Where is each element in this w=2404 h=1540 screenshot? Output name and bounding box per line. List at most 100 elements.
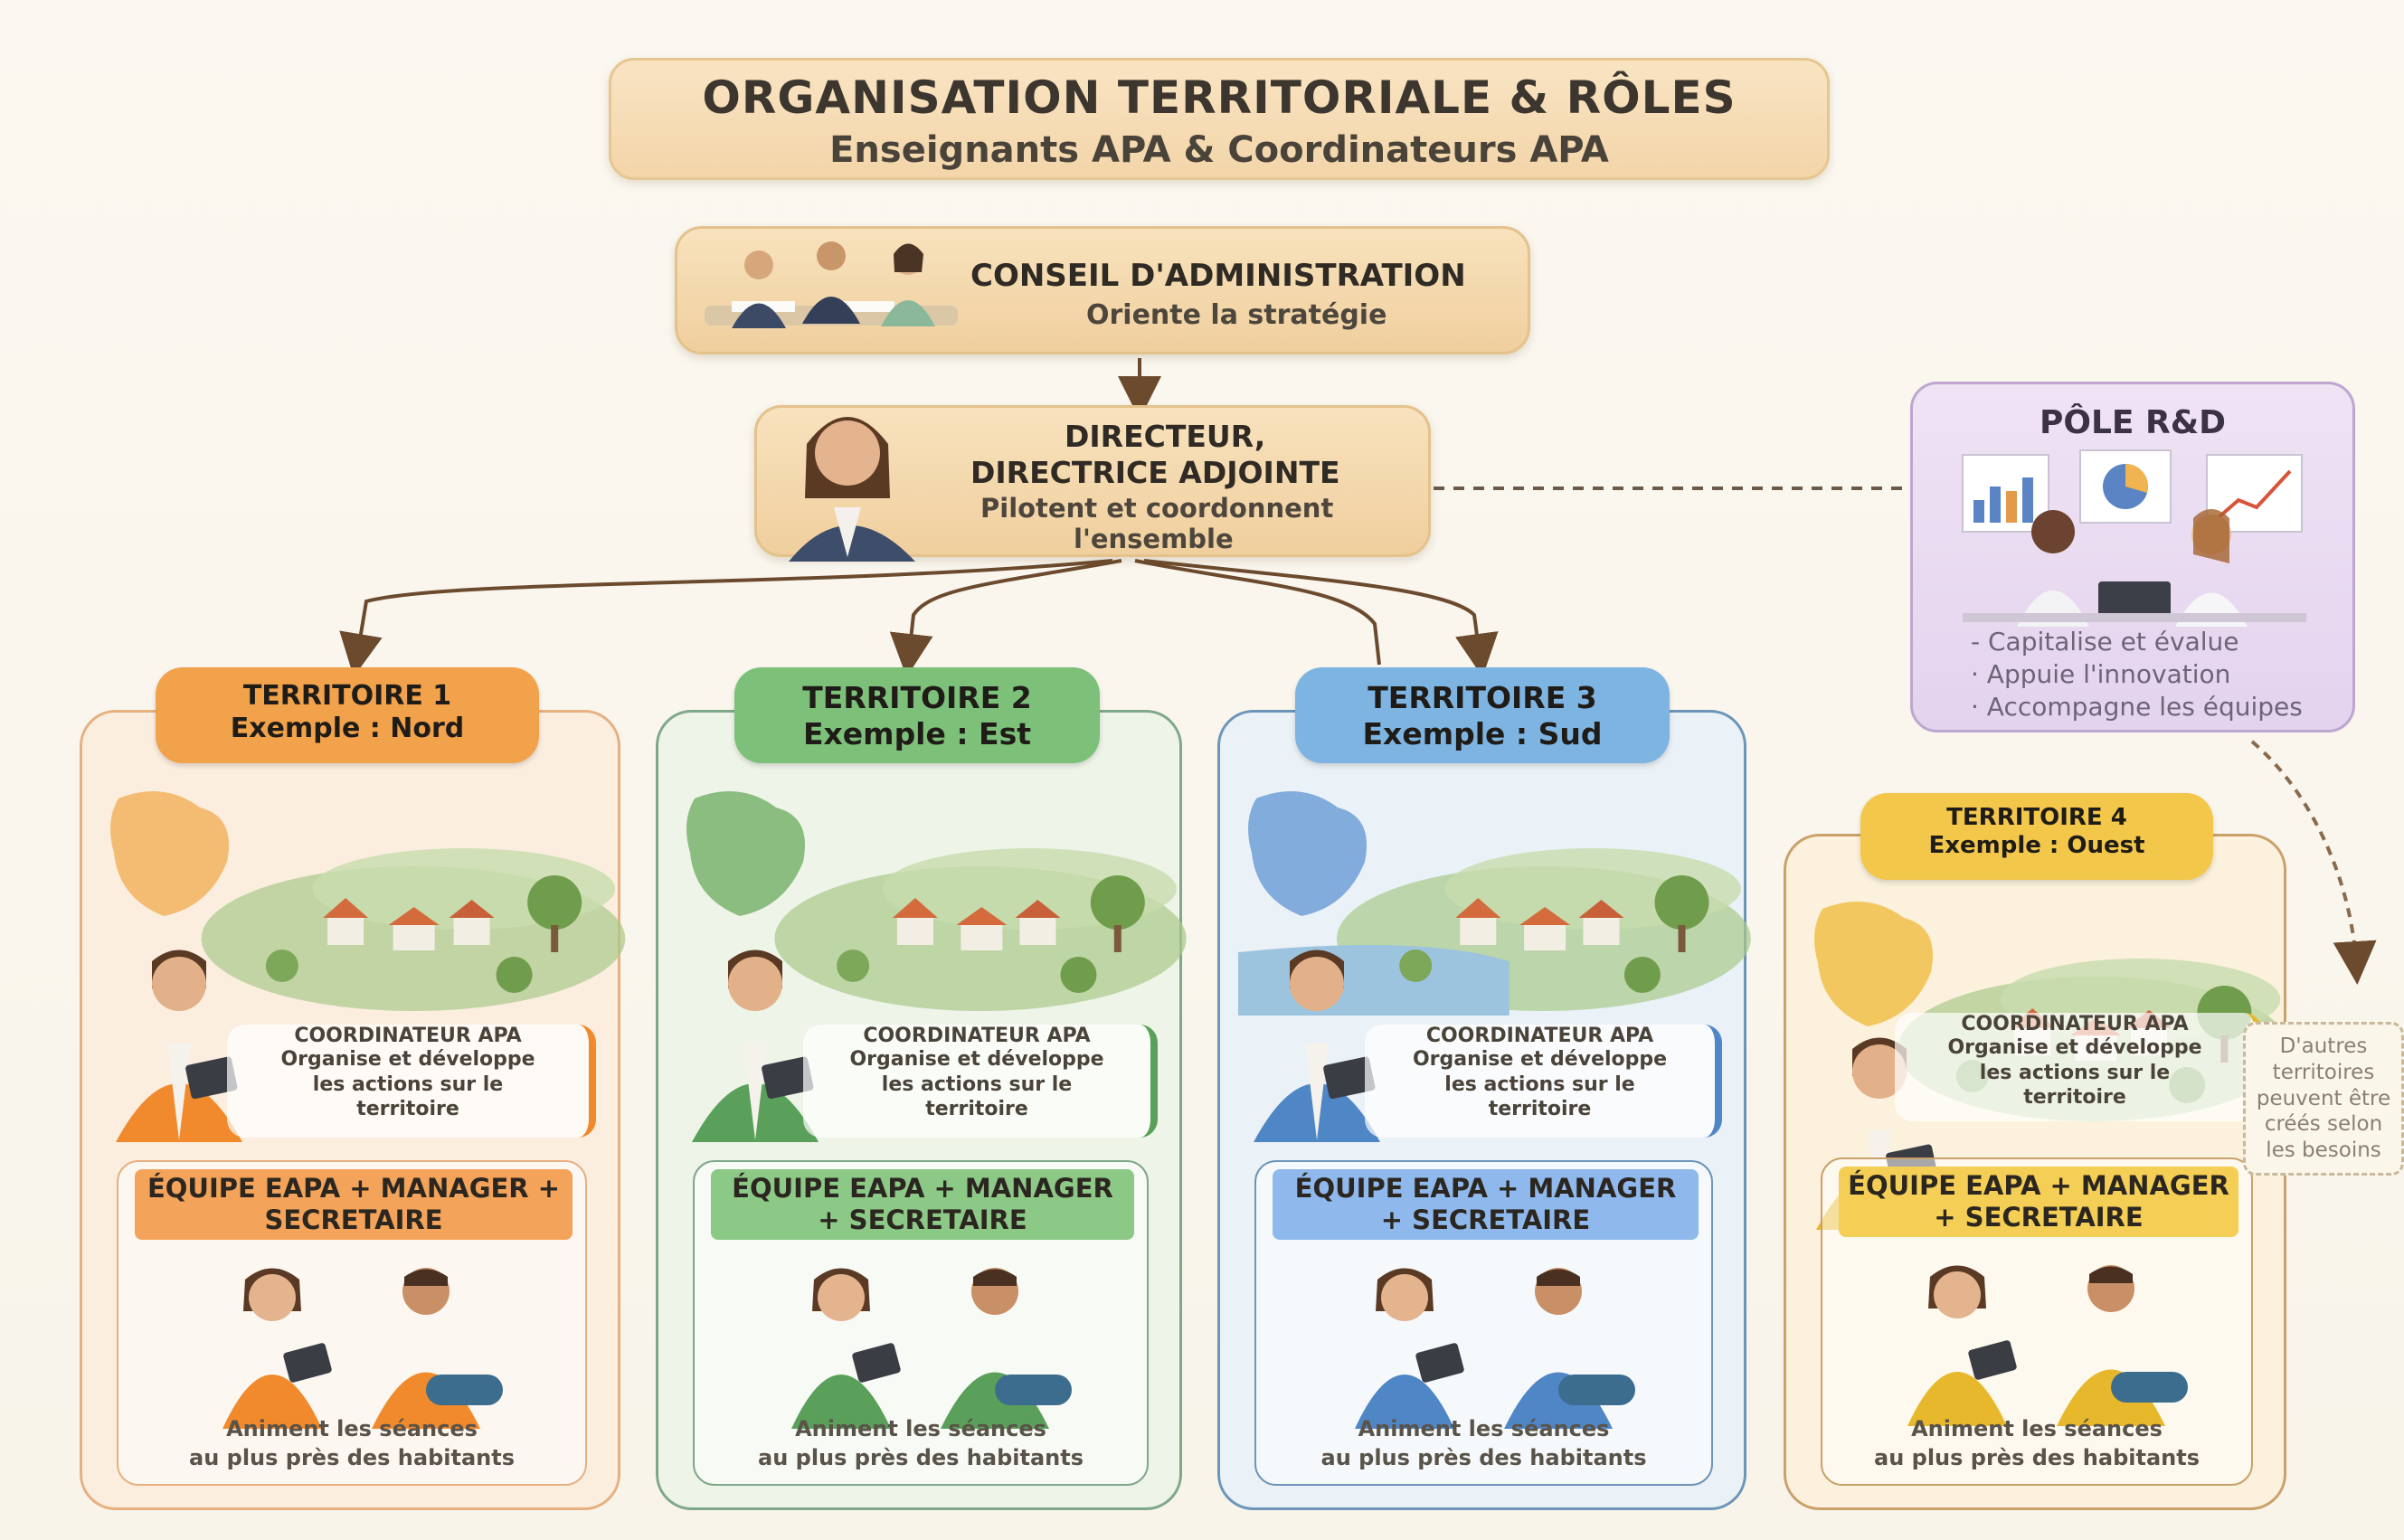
territory-3-team-box: ÉQUIPE EAPA + MANAGER+ SECRETAIRE Animen… [1254,1160,1713,1486]
territory-tab-line: TERRITOIRE 1 [242,680,452,712]
territory-3-coordinator-avatar [1254,950,1380,1142]
territory-tab-line: TERRITOIRE 4 [1946,804,2127,831]
pole-rd-item-2: · Appuie l'innovation [1971,659,2231,689]
territory-2-team-box: ÉQUIPE EAPA + MANAGER+ SECRETAIRE Animen… [693,1160,1149,1486]
coordinator-desc-line: les actions sur le [312,1072,504,1096]
note-line-1: D'autres [2279,1035,2368,1058]
territory-2-landscape-illustration [686,791,1187,1011]
team-caption-line: au plus près des habitants [1320,1445,1647,1470]
territory-tab-line: Exemple : Ouest [1928,832,2145,860]
direction-desc-line2: l'ensemble [1074,524,1234,554]
arrow-direction-t1 [339,559,1113,677]
coordinator-title: COORDINATEUR APA [1425,1025,1654,1047]
team-caption-line: au plus près des habitants [189,1445,515,1470]
page-title: ORGANISATION TERRITORIALE & RÔLES [702,71,1737,124]
territory-4-team-illustration [1907,1265,2188,1426]
territory-2-team-illustration [791,1268,1072,1429]
territory-tab-line: TERRITOIRE 2 [802,680,1032,715]
rd-illustration [1962,449,2306,627]
direction-title-line1: DIRECTEUR, [1065,419,1266,454]
team-banner-line: ÉQUIPE EAPA + MANAGER [732,1173,1113,1204]
team-banner-line: + SECRETAIRE [818,1204,1027,1235]
territory-2-team-banner: ÉQUIPE EAPA + MANAGER+ SECRETAIRE [711,1169,1134,1240]
coordinator-desc-line: les actions sur le [1979,1061,2171,1084]
territory-2-coordinator-avatar [692,950,819,1142]
director-illustration [789,417,915,562]
arrow-direction-t3 [1134,559,1381,666]
team-caption-line: au plus près des habitants [1874,1445,2200,1470]
pole-rd-title: PÔLE R&D [2039,404,2227,441]
coordinator-desc-line: Organise et développe [849,1048,1104,1071]
territory-tab-line: TERRITOIRE 3 [1368,680,1597,715]
territory-tab-line: Exemple : Est [802,715,1032,751]
arrow-direction-t3b [1143,559,1499,677]
territory-tab-line: Exemple : Sud [1362,715,1603,751]
title-box: ORGANISATION TERRITORIALE & RÔLES Enseig… [609,58,1830,180]
territory-1-coordinator-avatar [116,950,242,1142]
territory-tab-line: Exemple : Nord [230,713,465,744]
territory-4-team-banner: ÉQUIPE EAPA + MANAGER+ SECRETAIRE [1839,1167,2238,1237]
arrow-direction-t2 [889,559,1122,677]
territory-1-landscape-illustration [110,791,626,1011]
coordinator-desc-line: Organise et développe [1947,1036,2202,1059]
coordinator-desc-line: territoire [1488,1098,1592,1120]
coordinator-desc-line: territoire [356,1098,459,1120]
team-banner-line: SECRETAIRE [264,1204,443,1235]
territory-3-landscape-illustration [1238,791,1751,1016]
team-caption-line: au plus près des habitants [758,1445,1084,1470]
coordinator-desc-line: les actions sur le [881,1072,1073,1096]
team-banner-line: + SECRETAIRE [1934,1201,2144,1233]
team-caption-line: Animent les séances [1911,1416,2163,1441]
conseil-desc: Oriente la stratégie [1086,299,1387,331]
conseil-title: CONSEIL D'ADMINISTRATION [970,258,1466,294]
team-caption-line: Animent les séances [795,1416,1046,1441]
coordinator-title: COORDINATEUR APA [294,1025,522,1047]
note-line-3: peuvent être [2256,1086,2391,1110]
note-line-2: territoires [2272,1060,2375,1084]
coordinator-desc-line: Organise et développe [1412,1048,1668,1071]
coordinator-desc-line: territoire [2023,1086,2126,1109]
team-banner-line: ÉQUIPE EAPA + MANAGER [1294,1173,1677,1204]
direction-desc-line1: Pilotent et coordonnent [980,493,1334,524]
team-caption-line: Animent les séances [226,1416,478,1441]
pole-rd-item-1: - Capitalise et évalue [1971,627,2239,657]
territory-4-team-box: ÉQUIPE EAPA + MANAGER+ SECRETAIRE Animen… [1821,1157,2253,1486]
coordinator-title: COORDINATEUR APA [1961,1013,2189,1035]
team-caption-line: Animent les séances [1358,1416,1610,1441]
territory-3-team-illustration [1354,1268,1635,1429]
conseil-card: CONSEIL D'ADMINISTRATION Oriente la stra… [675,226,1530,354]
coordinator-title: COORDINATEUR APA [863,1025,1091,1047]
territory-1-team-banner: ÉQUIPE EAPA + MANAGER +SECRETAIRE [135,1169,573,1240]
team-banner-line: ÉQUIPE EAPA + MANAGER + [147,1173,561,1204]
other-territories-note: D'autres territoires peuvent être créés … [2243,1022,2404,1176]
pole-rd-card: PÔLE R&D - Capitalise et évalue · Appuie… [1910,382,2355,732]
pole-rd-item-3: · Accompagne les équipes [1971,692,2303,722]
direction-card: DIRECTEUR, DIRECTRICE ADJOINTE Pilotent … [754,405,1431,562]
note-line-4: créés selon [2264,1112,2383,1137]
board-people-illustration [705,241,958,328]
territory-1-team-box: ÉQUIPE EAPA + MANAGER +SECRETAIRE Animen… [117,1160,587,1486]
direction-title-line2: DIRECTRICE ADJOINTE [970,455,1340,490]
territory-3-team-banner: ÉQUIPE EAPA + MANAGER+ SECRETAIRE [1273,1169,1699,1240]
page-subtitle: Enseignants APA & Coordinateurs APA [829,129,1609,171]
team-banner-line: ÉQUIPE EAPA + MANAGER [1848,1170,2229,1201]
territory-1-team-illustration [222,1268,503,1429]
coordinator-desc-line: les actions sur le [1444,1072,1635,1096]
note-line-5: les besoins [2266,1138,2381,1162]
coordinator-desc-line: Organise et développe [280,1048,535,1071]
coordinator-desc-line: territoire [925,1098,1028,1120]
